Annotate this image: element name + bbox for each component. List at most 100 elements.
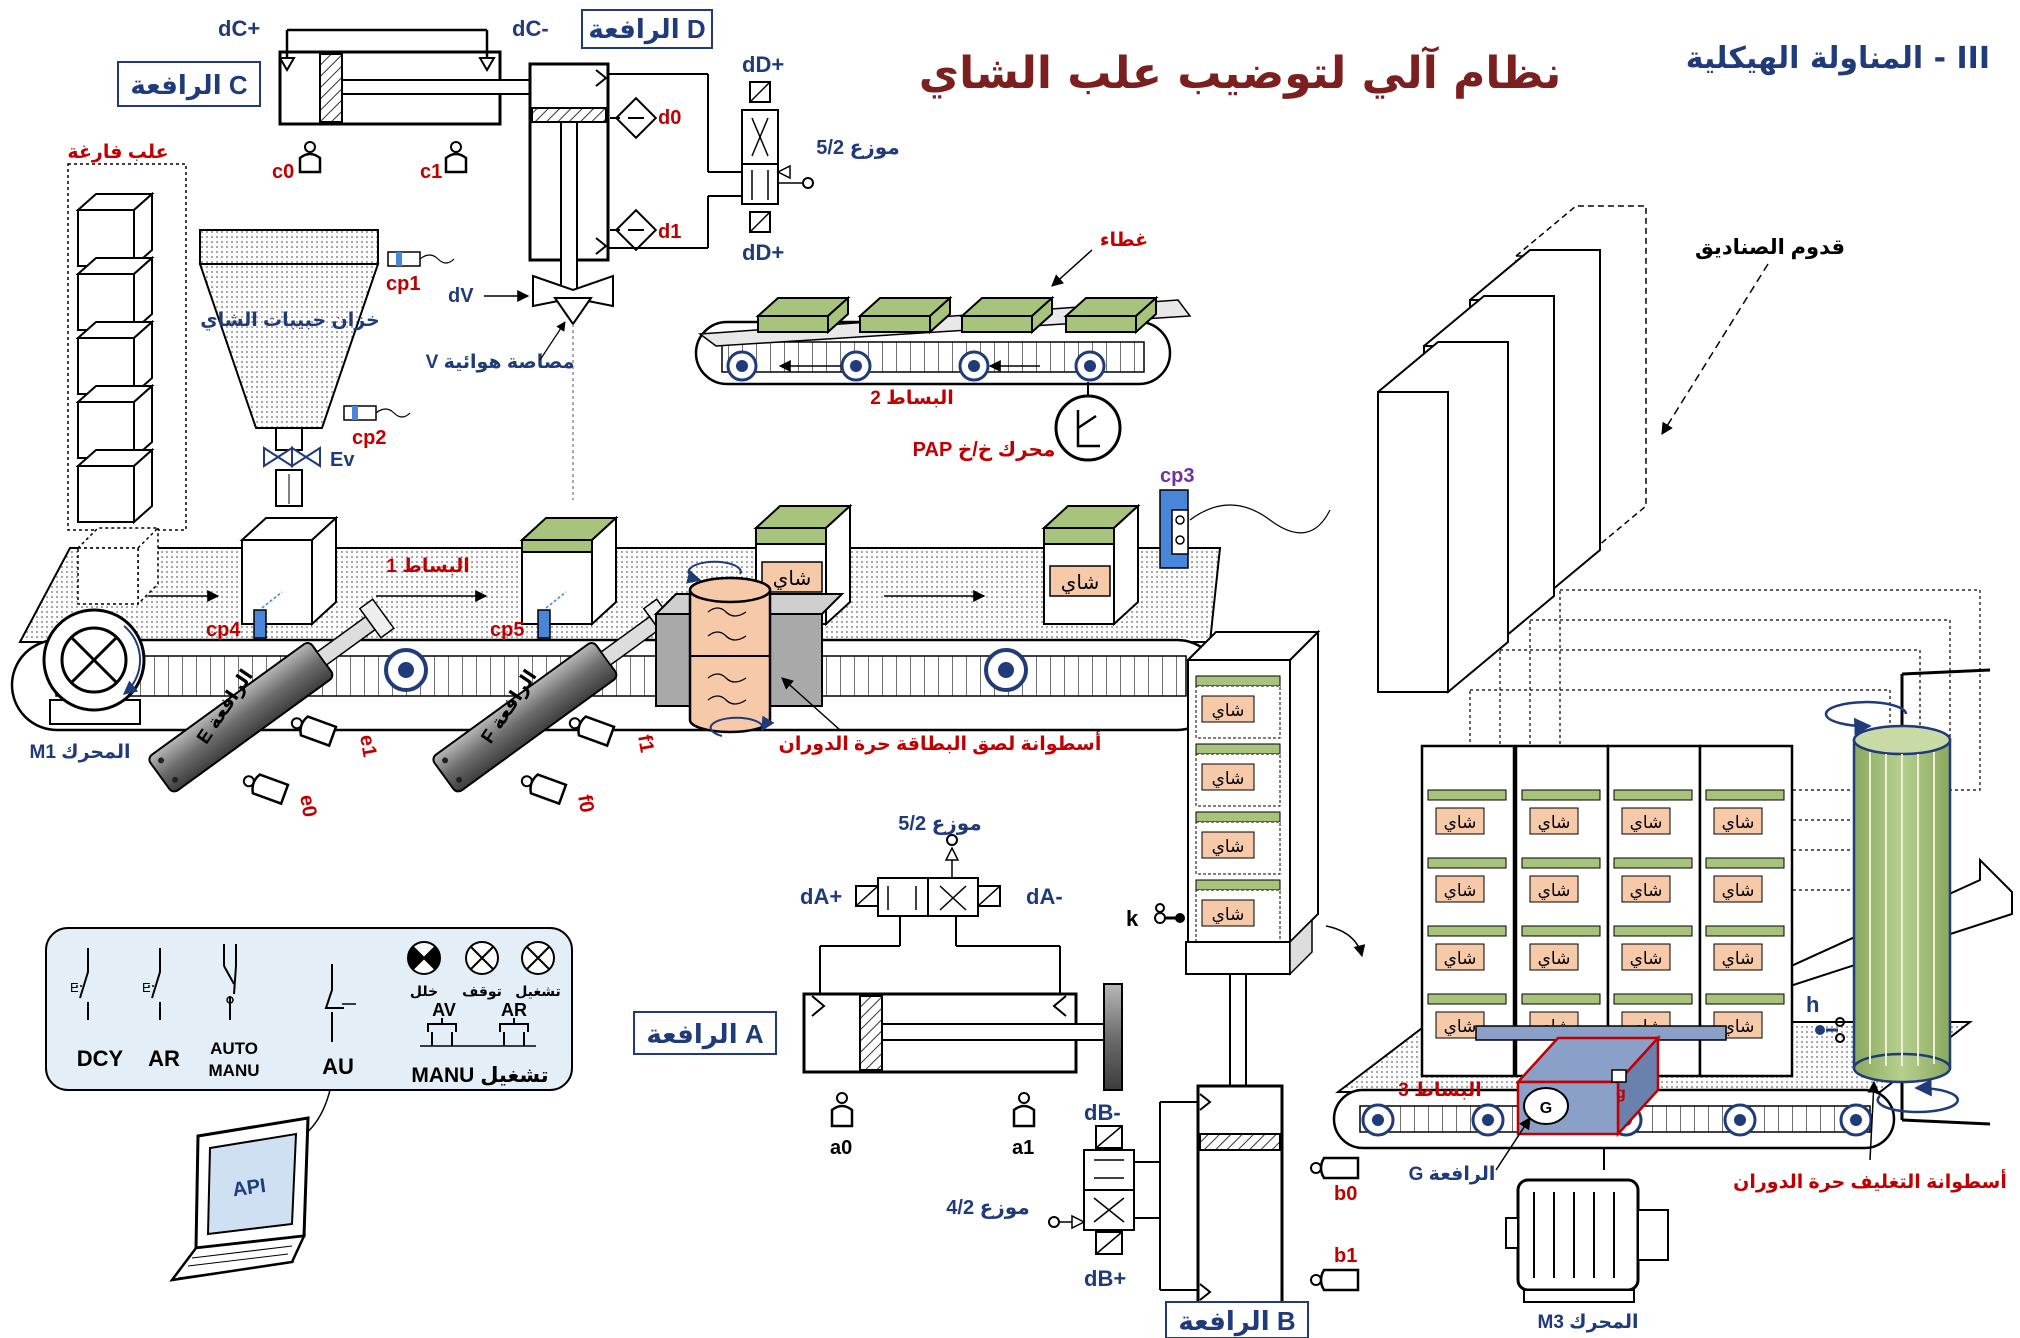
label-jack-g: الرافعة G <box>1409 1164 1496 1185</box>
sensor-d1-icon <box>610 208 658 252</box>
label-conveyor-2: البساط 2 <box>870 388 953 409</box>
roller <box>958 350 990 382</box>
sensor-d0-icon <box>610 96 658 140</box>
jack-d <box>528 62 614 500</box>
tea-label-1: شاي <box>773 566 812 591</box>
label-api: API <box>231 1175 267 1201</box>
stepper-motor-icon <box>1054 382 1122 462</box>
jack-c <box>278 28 533 126</box>
sensor-cp4-icon <box>253 591 283 639</box>
tea-label-2: شاي <box>1061 570 1100 595</box>
lid <box>1063 295 1159 335</box>
sensor-a1-icon <box>1012 1092 1036 1128</box>
label-conveyor-1: البساط 1 <box>386 556 469 577</box>
panel-dcy-label: DCY <box>77 1046 124 1071</box>
sensor-h-icon <box>1815 1017 1845 1043</box>
jack-g <box>1515 1034 1661 1138</box>
sensor-h-label: h <box>1806 992 1819 1017</box>
panel-e-label-1: E <box>70 980 79 995</box>
panel-e-label-2: E <box>142 980 151 995</box>
jack-a <box>802 983 1123 1091</box>
sensor-cp1-icon <box>387 251 455 267</box>
tea-label: شاي <box>1722 813 1755 833</box>
tea-label: شاي <box>1444 949 1477 969</box>
jack-g-symbol: G <box>1540 1100 1552 1117</box>
box-dashed <box>76 527 160 606</box>
label-jack-c: الرافعة C <box>130 70 247 101</box>
label-motor-m3: المحرك M3 <box>1538 1312 1639 1333</box>
roller <box>840 350 872 382</box>
sensor-cp5-icon <box>537 591 567 639</box>
signal-dd-plus-top: dD+ <box>742 52 784 77</box>
tea-label: شاي <box>1722 949 1755 969</box>
label-motor-m1: المحرك M1 <box>30 742 131 763</box>
tea-tank <box>198 229 380 507</box>
sensor-cp5-label: cp5 <box>490 619 524 641</box>
stack-box: شاي <box>1195 879 1281 943</box>
jack-b <box>1159 918 1366 1318</box>
signal-dd-plus-bottom: dD+ <box>742 240 784 265</box>
sensor-a1-label: a1 <box>1012 1137 1034 1159</box>
conveyor-1-rollers <box>384 648 1028 692</box>
sensor-d0-label: d0 <box>658 107 681 129</box>
sensor-f0-label: f0 <box>573 793 598 814</box>
panel-manu-run: MANU تشغيل <box>411 1064 548 1087</box>
empty-box <box>75 191 155 269</box>
panel-auto-label: AUTO <box>210 1039 258 1058</box>
sensor-d1-label: d1 <box>658 221 681 243</box>
tea-label: شاي <box>1630 813 1663 833</box>
label-box-jack-b <box>1165 1301 1309 1338</box>
sensor-cp2-label: cp2 <box>352 427 386 449</box>
motor-m3-icon <box>1505 1148 1669 1303</box>
sensor-b0-icon <box>1310 1156 1360 1180</box>
empty-box <box>75 383 155 461</box>
sensor-e1-label: e1 <box>355 733 381 759</box>
signal-dc-plus: dC+ <box>218 16 260 41</box>
tea-label: شاي <box>1212 701 1245 721</box>
sensor-e1-icon <box>290 715 338 748</box>
panel-au-label: AU <box>322 1054 354 1079</box>
sensor-e0-label: e0 <box>295 793 321 819</box>
api-laptop-icon <box>169 1089 331 1282</box>
sensor-a0-icon <box>830 1092 854 1128</box>
sensor-k-label: k <box>1126 906 1139 931</box>
signal-dc-minus: dC- <box>512 16 549 41</box>
lids-on-conveyor-2 <box>755 295 1159 335</box>
sensor-cp3-icon <box>1159 489 1331 569</box>
sensor-b1-label: b1 <box>1334 1245 1357 1267</box>
sensor-c1-icon <box>444 141 468 174</box>
control-panel <box>45 927 573 1091</box>
roller <box>726 350 758 382</box>
sensor-cp4-label: cp4 <box>206 619 241 641</box>
page-title: نظام آلي لتوضيب علب الشاي <box>919 45 1562 99</box>
label-tank: خزان حبيبات الشاي <box>200 310 380 332</box>
jack-e <box>148 598 395 793</box>
lid <box>857 295 953 335</box>
roller <box>384 648 428 692</box>
roller <box>984 648 1028 692</box>
tea-label: شاي <box>1722 1017 1755 1037</box>
pallet-boxes-grid: شايشايشايشايشايشايشايشايشايشايشايشايشايش… <box>1420 744 1794 1078</box>
roller <box>1074 350 1106 382</box>
boxes-arrival <box>1376 205 1647 694</box>
signal-db-minus: dB- <box>1084 1100 1121 1125</box>
conveyor-2 <box>694 299 1192 386</box>
sensor-k-icon <box>1154 903 1185 924</box>
empty-box <box>75 447 155 525</box>
conveyor-2-rollers <box>726 350 1106 382</box>
stack-box: شاي <box>1195 743 1281 807</box>
label-ev: Ev <box>330 449 355 471</box>
label-wrap-cylinder: أسطوانة التغليف حرة الدوران <box>1733 1169 2007 1193</box>
motor-m1-icon <box>42 608 146 725</box>
panel-ar-label: AR <box>148 1046 180 1071</box>
sensor-g-label: g <box>1616 1085 1626 1102</box>
sensor-cp2-icon <box>343 405 411 421</box>
sensor-cp1-label: cp1 <box>386 273 420 295</box>
label-stepper: محرك خ/خ PAP <box>913 439 1056 461</box>
section-heading: III - المناولة الهيكلية <box>1686 41 1990 76</box>
valve-a-label: موزع 5/2 <box>898 813 981 835</box>
